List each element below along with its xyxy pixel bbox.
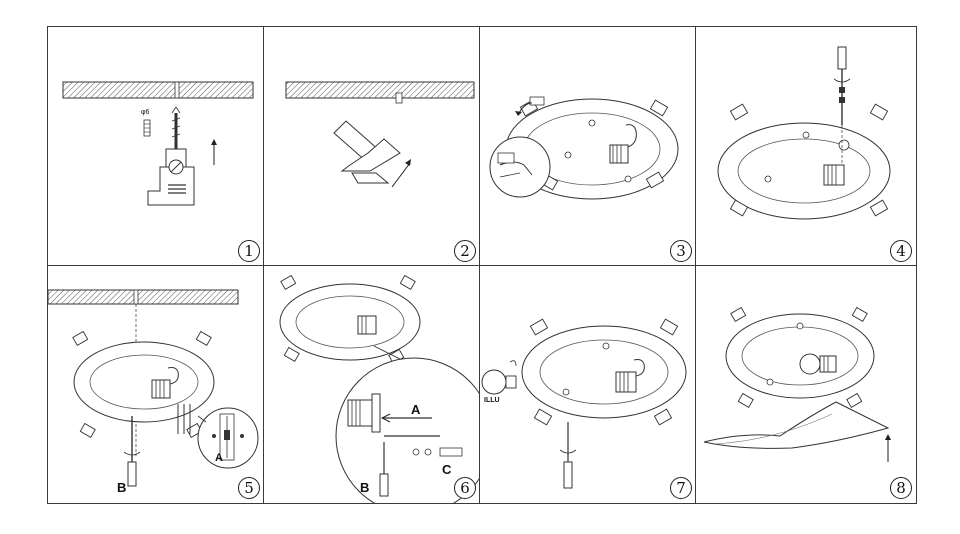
ceiling-hammer-illustration — [285, 81, 475, 188]
step-panel-8: 8 — [695, 265, 917, 504]
step-panel-4: 4 — [695, 26, 917, 267]
step-number-4: 4 — [890, 240, 912, 262]
step-number-6: 6 — [454, 477, 476, 499]
bulb-install-illustration — [481, 318, 687, 489]
step-5-label-b: B — [117, 480, 127, 495]
mount-plate-screw-illustration — [717, 46, 891, 220]
step-7-illu-label: ILLU — [484, 397, 500, 404]
step-number-5: 5 — [238, 477, 260, 499]
lampholder-assembly-illustration — [279, 274, 480, 503]
base-plate-wire-illustration — [489, 96, 679, 200]
step-6-label-b: B — [360, 480, 370, 495]
step-panel-3: 3 — [479, 26, 697, 267]
step-number-2: 2 — [454, 240, 476, 262]
step-panel-6: A C B 6 — [263, 265, 481, 504]
step-number-1: 1 — [238, 240, 260, 262]
step-panel-5: B A 5 — [47, 265, 265, 504]
step-panel-1: φ6 1 — [47, 26, 265, 267]
step-panel-2: 2 — [263, 26, 481, 267]
assembly-instruction-sheet: φ6 1 2 — [47, 26, 917, 504]
step-number-7: 7 — [670, 477, 692, 499]
step-number-3: 3 — [670, 240, 692, 262]
glass-shade-attach-illustration — [703, 306, 891, 462]
step-5-label-a: A — [215, 452, 223, 464]
step-6-label-a: A — [411, 402, 421, 417]
ceiling-drill-illustration — [62, 81, 254, 206]
step-6-label-c: C — [442, 462, 452, 477]
step-number-8: 8 — [890, 477, 912, 499]
fix-base-to-ceiling-illustration — [48, 289, 259, 487]
step-panel-7: ILLU 7 — [479, 265, 697, 504]
step-1-drill-size-label: φ6 — [141, 109, 150, 116]
